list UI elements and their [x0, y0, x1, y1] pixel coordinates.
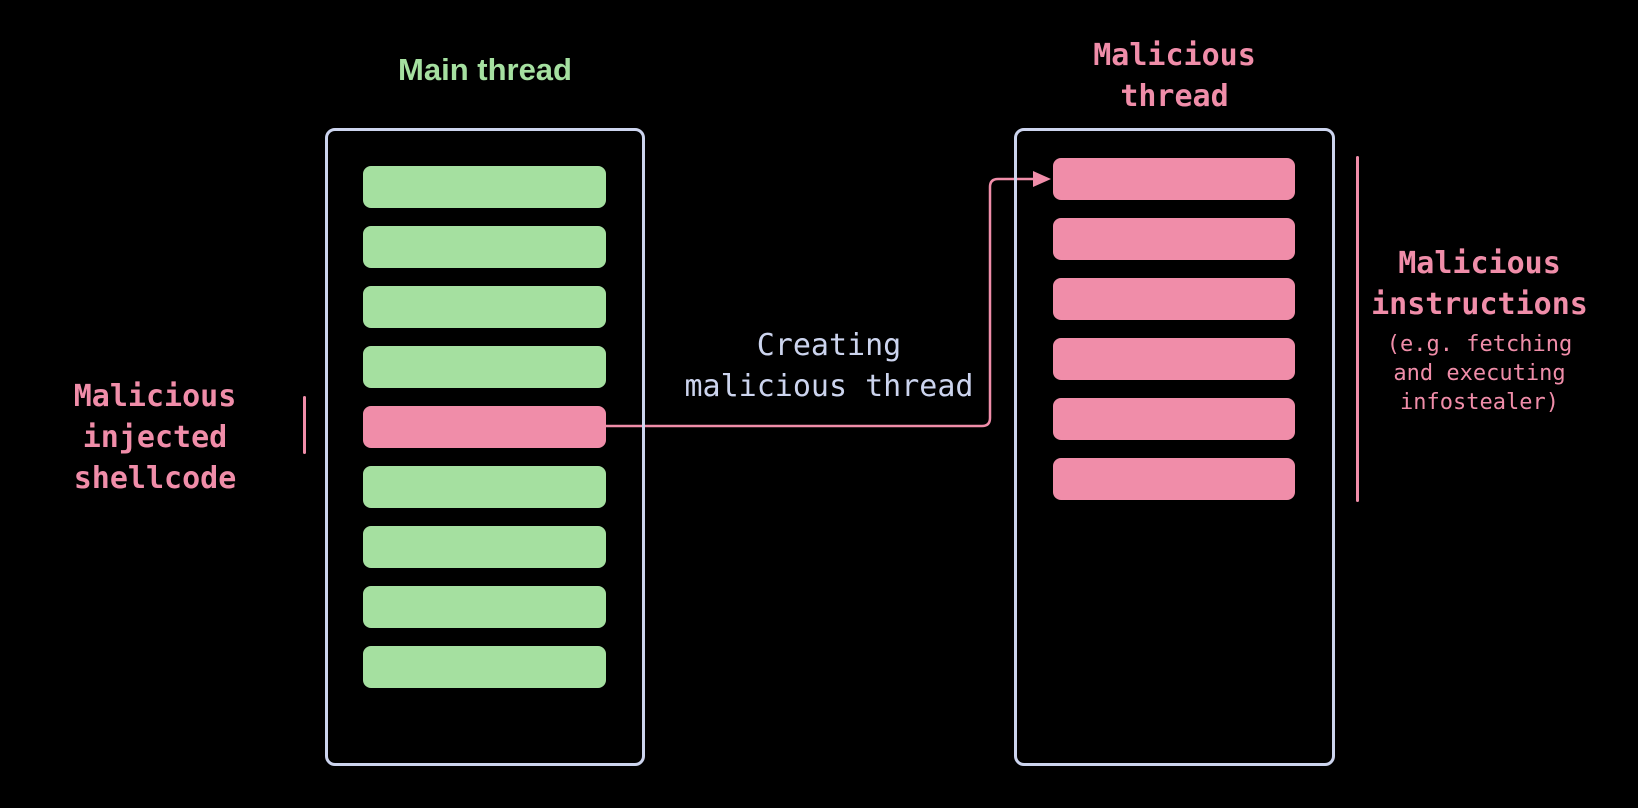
- memory-block-pink: [1053, 158, 1295, 200]
- memory-block-pink: [1053, 398, 1295, 440]
- memory-block-pink: [363, 406, 606, 448]
- memory-block-green: [363, 466, 606, 508]
- malicious-thread-container: [1014, 128, 1335, 766]
- memory-block-pink: [1053, 338, 1295, 380]
- shellcode-tick-line: [303, 396, 306, 454]
- memory-block-green: [363, 526, 606, 568]
- memory-block-green: [363, 286, 606, 328]
- shellcode-label: Malicious injected shellcode: [73, 379, 237, 496]
- memory-block-green: [363, 346, 606, 388]
- memory-block-pink: [1053, 278, 1295, 320]
- memory-block-green: [363, 226, 606, 268]
- malicious-thread-title: Malicious thread: [1093, 38, 1256, 114]
- main-thread-container: [325, 128, 645, 766]
- instructions-sublabel: (e.g. fetching and executing infostealer…: [1386, 332, 1573, 415]
- memory-block-pink: [1053, 218, 1295, 260]
- memory-block-green: [363, 166, 606, 208]
- instructions-label: Malicious instructions: [1371, 246, 1588, 322]
- connector-label: Creating malicious thread: [684, 328, 974, 404]
- instructions-bracket-line: [1356, 156, 1359, 502]
- memory-block-green: [363, 646, 606, 688]
- memory-block-pink: [1053, 458, 1295, 500]
- memory-block-green: [363, 586, 606, 628]
- main-thread-title: Main thread: [398, 52, 572, 87]
